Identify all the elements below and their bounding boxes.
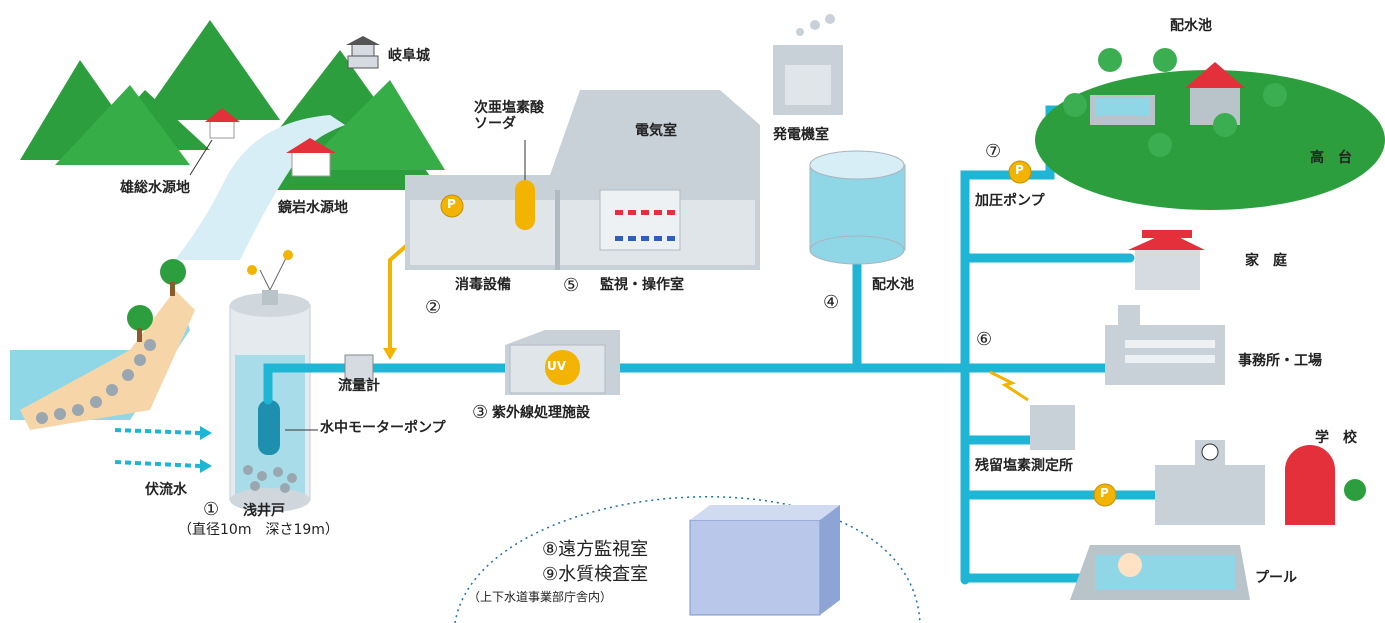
kagamiiwa-house-icon — [286, 138, 336, 177]
pool-label: プール — [1255, 570, 1297, 586]
uv-facility-label: 紫外線処理施設 — [492, 405, 590, 421]
highland-label: 高 台 — [1310, 150, 1352, 166]
house-icon — [1128, 230, 1205, 290]
monitoring-label: 監視・操作室 — [600, 277, 684, 293]
disinfection-pump-tag: P — [447, 197, 456, 211]
booster-pump-tag: P — [1015, 163, 1024, 177]
water-quality-label: ⑨水質検査室 — [542, 564, 649, 585]
reservoir-label: 配水池 — [872, 277, 914, 293]
disinfection-label: 消毒設備 — [455, 277, 511, 293]
gifu-castle-label: 岐阜城 — [388, 48, 430, 64]
remote-monitor-label: ⑧遠方監視室 — [542, 539, 649, 560]
booster-number: ⑦ — [985, 141, 1002, 162]
oguma-source-label: 雄総水源地 — [120, 180, 190, 196]
household-label: 家 庭 — [1245, 253, 1287, 269]
headquarters-area — [454, 496, 921, 623]
mountains-illustration — [20, 20, 445, 190]
reservoir-top-label: 配水池 — [1170, 18, 1212, 34]
highland-illustration — [1035, 48, 1385, 210]
flowmeter-icon — [344, 354, 374, 382]
underflow-label: 伏流水 — [145, 482, 187, 498]
reservoir-number: ④ — [823, 292, 840, 313]
riverbank-illustration — [10, 259, 195, 430]
school-pump-icon — [1093, 483, 1117, 507]
treatment-building — [405, 90, 760, 270]
office-building — [1105, 305, 1225, 385]
school-label: 学 校 — [1315, 430, 1357, 446]
generator-room-label: 発電機室 — [773, 127, 829, 143]
disinfection-number: ② — [425, 297, 442, 318]
oguma-house-icon — [189, 108, 240, 176]
monitoring-number: ⑤ — [563, 275, 580, 296]
school-building — [1155, 440, 1366, 525]
electric-room-label: 電気室 — [635, 123, 677, 139]
pool-illustration — [1070, 545, 1250, 600]
flowmeter-label: 流量計 — [338, 378, 380, 394]
residual-chlorine-station — [989, 370, 1075, 450]
booster-pump-icon — [1008, 160, 1032, 184]
headquarters-note: （上下水道事業部庁舎内） — [468, 590, 613, 604]
hypochlorite-label: 次亜塩素酸 ソーダ — [474, 100, 544, 133]
submersible-pump-label: 水中モーターポンプ — [320, 420, 446, 436]
underflow-arrows — [114, 428, 201, 468]
office-label: 事務所・工場 — [1238, 353, 1322, 369]
generator-room — [773, 14, 843, 115]
kagamiiwa-source-label: 鏡岩水源地 — [278, 200, 348, 216]
disinfection-pump-icon — [440, 194, 464, 218]
well-label: 浅井戸 — [243, 503, 285, 519]
residual-chlorine-label: 残留塩素測定所 — [975, 458, 1073, 474]
well-dimensions-label: （直径10m 深さ19m） — [178, 522, 339, 538]
booster-pump-label: 加圧ポンプ — [975, 193, 1045, 209]
gifu-castle-icon — [346, 36, 380, 69]
uv-unit-illustration — [505, 330, 620, 395]
school-pump-tag: P — [1100, 486, 1109, 500]
uv-tag: UV — [547, 359, 567, 373]
reservoir-tank — [809, 150, 906, 265]
office-number: ⑥ — [976, 329, 993, 350]
uv-number: ③ — [472, 402, 489, 423]
well-number: ① — [203, 499, 220, 520]
